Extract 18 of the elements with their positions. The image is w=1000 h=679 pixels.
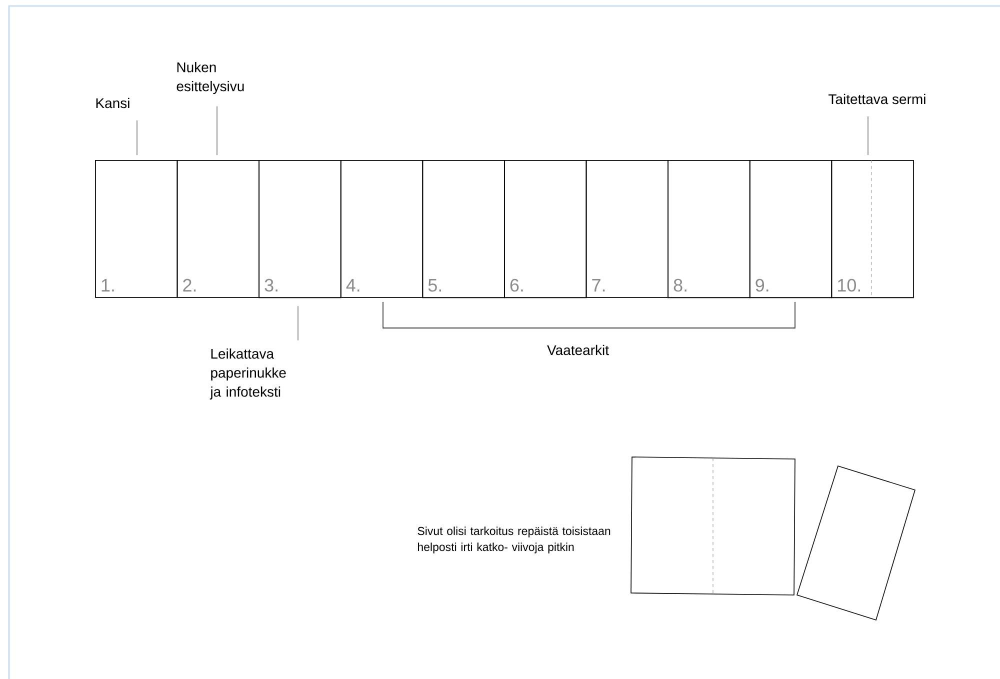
leader-label: Kansi xyxy=(96,98,130,108)
leader-label: Taitettava sermi xyxy=(828,94,926,104)
page-box: 3. xyxy=(258,160,342,298)
leader-label: Nuken esittelysivu xyxy=(176,62,244,94)
bracket-label: Vaatearkit xyxy=(547,344,609,356)
note-text: Sivut olisi tarkoitus repäistä toisistaan helposti irti katko- viivoja pitkin xyxy=(418,526,610,554)
leader-line xyxy=(136,120,138,156)
leader-label: Leikattava paperinukke ja infoteksti xyxy=(210,348,286,400)
page-box: 8. xyxy=(668,160,750,298)
page-box: 4. xyxy=(340,160,424,298)
page-box: 6. xyxy=(504,160,587,298)
page-box: 5. xyxy=(422,160,505,298)
page-box: 10. xyxy=(831,160,914,298)
page-box: 9. xyxy=(749,160,832,298)
page-box: 1. xyxy=(95,160,178,298)
page-box: 2. xyxy=(176,160,260,298)
page-box: 7. xyxy=(586,160,668,298)
leader-line xyxy=(216,106,218,156)
